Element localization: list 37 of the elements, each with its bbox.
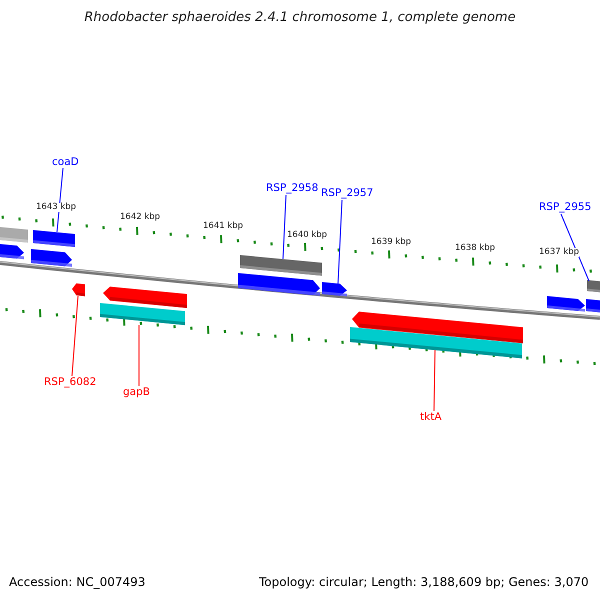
scale-label: 1642 kbp <box>120 213 160 222</box>
gene-label: RSP_2955 <box>539 202 592 212</box>
scale-label: 1640 kbp <box>287 231 328 240</box>
gene-label: RSP_2957 <box>321 188 374 198</box>
gene-block <box>31 249 72 267</box>
leader-line <box>282 194 286 260</box>
leader-line <box>138 324 140 386</box>
gene-block <box>240 255 322 276</box>
leader-line <box>338 200 342 284</box>
gene-label: coaD <box>52 157 79 168</box>
gene-block <box>103 286 187 308</box>
leader-line <box>72 296 78 376</box>
gene-block <box>0 244 24 260</box>
gene-block <box>238 273 320 296</box>
footer-text: Topology: circular; Length: 3,188,609 bp; Genes: 3,070 <box>259 576 589 588</box>
gene-label: tktA <box>420 412 442 422</box>
gene-block <box>33 230 75 247</box>
scale-label: 1638 kbp <box>455 244 496 252</box>
gene-block <box>72 283 85 296</box>
leader-line <box>56 168 64 232</box>
gene-label: RSP_2958 <box>266 183 318 194</box>
gene-label: RSP_6082 <box>44 377 96 388</box>
scale-label: 1637 kbp <box>539 248 580 256</box>
scale-label: 1643 kbp <box>36 203 76 212</box>
gene-block <box>100 303 185 326</box>
leader-line <box>560 214 590 282</box>
gene-block <box>322 282 347 296</box>
leader-line <box>434 350 436 412</box>
chart-title: Rhodobacter sphaeroides 2.4.1 chromosome 1, complete genome <box>83 11 517 24</box>
gene-block <box>352 311 523 344</box>
footer-text: Accession: NC_007493 <box>9 576 146 588</box>
gene-block <box>0 227 28 243</box>
gene-label: gapB <box>123 387 150 398</box>
scale-label: 1639 kbp <box>371 238 412 246</box>
gene-block <box>587 280 600 292</box>
gene-block <box>586 299 600 312</box>
scale-label: 1641 kbp <box>203 222 244 230</box>
